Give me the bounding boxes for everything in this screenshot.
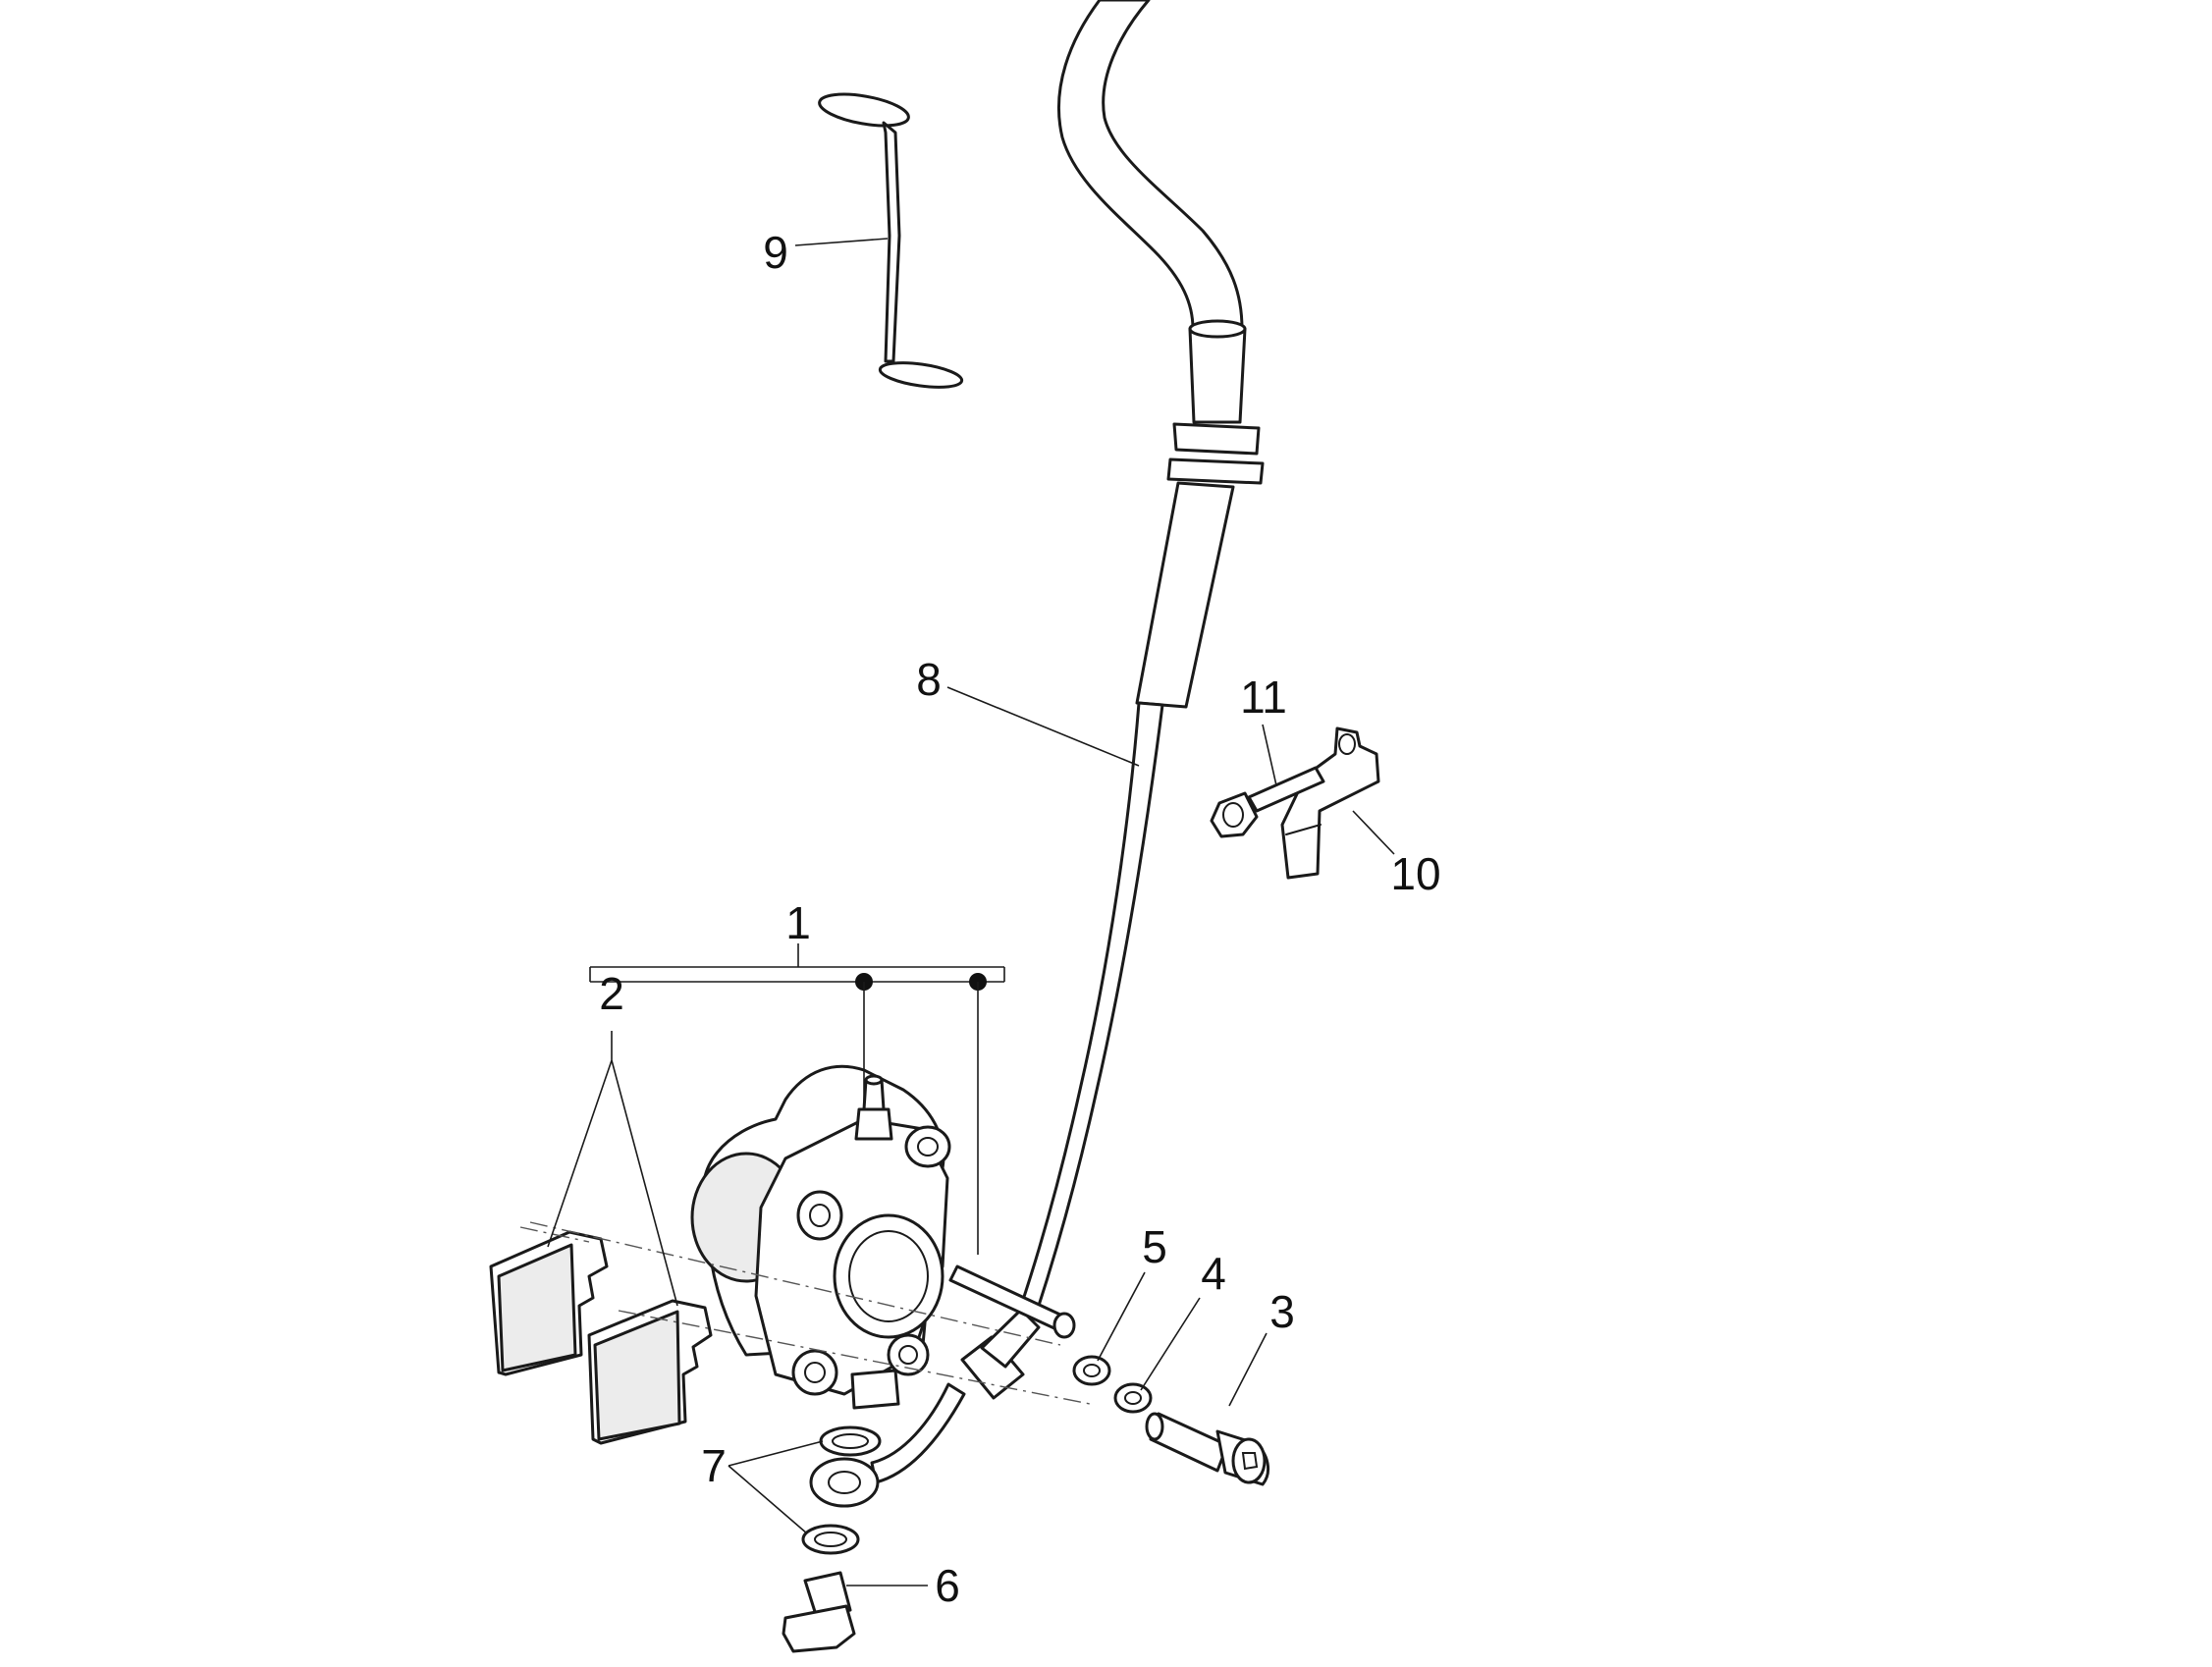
banjo-fitting xyxy=(809,1457,880,1508)
hose-bracket xyxy=(1280,726,1380,880)
callout-9: 9 xyxy=(763,227,788,278)
banjo-bolt xyxy=(782,1571,856,1653)
socket-head-bolt xyxy=(1145,1412,1270,1486)
brake-hose xyxy=(870,0,1265,1484)
assembly-guide-line xyxy=(618,1310,1091,1405)
hose-clip xyxy=(818,92,964,389)
callout-7: 7 xyxy=(701,1440,727,1491)
assembly-guide-line xyxy=(529,1221,1061,1346)
callout-1: 1 xyxy=(785,897,811,948)
washer-4 xyxy=(1113,1382,1153,1414)
callout-3: 3 xyxy=(1269,1286,1295,1337)
guide-pin xyxy=(948,1264,1076,1339)
leader-lines xyxy=(547,238,1395,1586)
washer-5 xyxy=(1072,1355,1111,1386)
assembly-guide-line xyxy=(519,1226,590,1243)
brake-pads xyxy=(489,1230,713,1445)
kit-bracket xyxy=(589,943,1005,1255)
callout-5: 5 xyxy=(1142,1221,1167,1272)
callout-4: 4 xyxy=(1201,1248,1226,1299)
callout-6: 6 xyxy=(935,1560,960,1611)
brake-caliper xyxy=(690,1064,951,1410)
copper-washers xyxy=(801,1425,882,1555)
callout-11: 11 xyxy=(1240,672,1287,723)
callout-10: 10 xyxy=(1390,848,1440,899)
callout-2: 2 xyxy=(599,968,624,1019)
callout-8: 8 xyxy=(916,654,942,705)
bracket-bolt xyxy=(1210,766,1325,838)
